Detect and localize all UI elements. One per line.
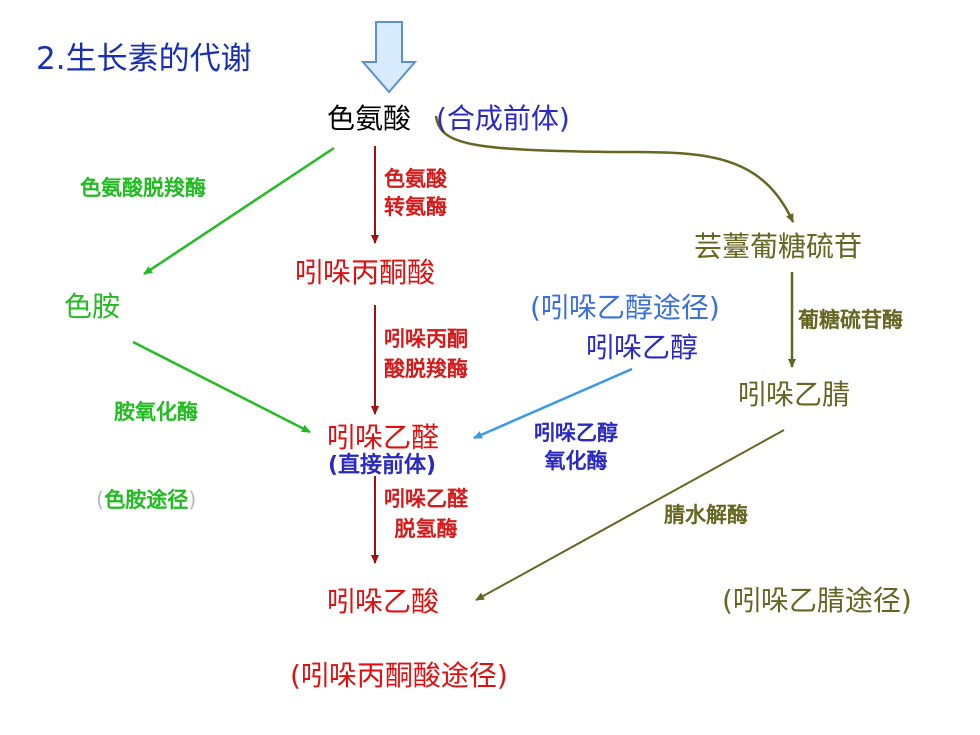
enzyme-ieth-oxidase-l1: 吲哚乙醇 [534,421,618,445]
paren-close: ) [188,488,197,512]
node-glucobrassicin: 芸薹葡糖硫苷 [694,230,863,263]
pathway-ian: (吲哚乙腈途径) [722,584,912,617]
enzyme-trp-decarboxylase: 色氨酸脱羧酶 [80,176,206,200]
arrow-ian-to-iaa [475,429,785,601]
node-indoleacetic: 吲哚乙酸 [327,585,440,618]
pathway-ieth: (吲哚乙醇途径) [530,291,720,324]
enzyme-ieth-oxidase: 吲哚乙醇 氧化酶 [534,419,618,475]
enzyme-iaald-dehydrogenase: 吲哚乙醛 脱氢酶 [384,484,468,544]
pathway-ipa: (吲哚丙酮酸途径) [290,659,508,692]
enzyme-iaald-dehydrogenase-l2: 脱氢酶 [394,517,458,541]
node-direct-precursor: (直接前体) [328,453,437,478]
arrow-tryptamine-to-iaald [132,340,311,434]
input-down-arrow [360,21,418,94]
node-indoleacetonitrile: 吲哚乙腈 [738,378,851,411]
arrow-trp-to-tryptamine [143,146,335,276]
page-title: 2.生长素的代谢 [36,41,252,77]
pathway-tryptamine: (色胺途径) [96,490,196,511]
node-indoleacetaldehyde: 吲哚乙醛 [327,421,440,454]
paren-open: ( [96,488,105,512]
enzyme-ipa-decarboxylase-l1: 吲哚丙酮 [384,327,468,351]
enzyme-nitrilase: 腈水解酶 [664,503,748,527]
node-tryptamine: 色胺 [64,290,121,323]
enzyme-ipa-decarboxylase: 吲哚丙酮 酸脱羧酶 [384,324,468,384]
node-indoleethanol: 吲哚乙醇 [586,331,699,364]
enzyme-glucosinolase: 葡糖硫苷酶 [798,308,903,332]
node-precursor-note: (合成前体) [436,102,570,135]
enzyme-ipa-decarboxylase-l2: 酸脱羧酶 [384,357,468,381]
enzyme-trp-transaminase-l2: 转氨酶 [384,195,447,219]
node-tryptophan: 色氨酸 [327,102,412,135]
arrow-trp-to-glucobrassicin [434,115,795,223]
enzyme-trp-transaminase: 色氨酸 转氨酶 [384,165,447,221]
arrow-ieth-to-iaald [473,367,633,440]
enzyme-trp-transaminase-l1: 色氨酸 [384,167,447,191]
enzyme-amine-oxidase: 胺氧化酶 [114,400,198,424]
enzyme-iaald-dehydrogenase-l1: 吲哚乙醛 [384,487,468,511]
pathway-tryptamine-label: 色胺途径 [104,488,189,512]
enzyme-ieth-oxidase-l2: 氧化酶 [544,449,608,473]
node-indolepyruvic: 吲哚丙酮酸 [295,256,436,289]
